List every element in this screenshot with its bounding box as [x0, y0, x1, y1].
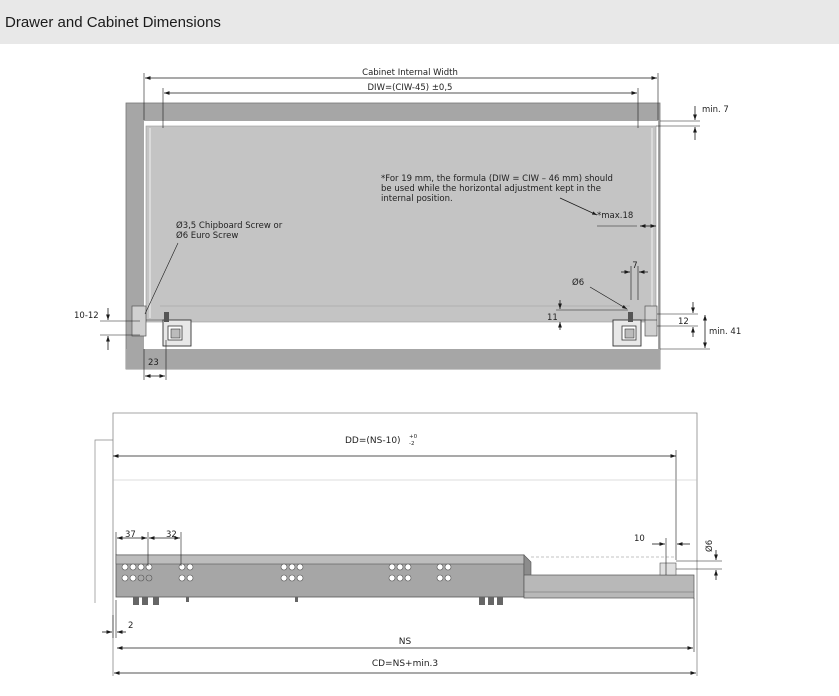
- section-header: Drawer and Cabinet Dimensions: [0, 0, 839, 48]
- dd-tolerance-bottom: -2: [409, 441, 414, 447]
- dim-32-label: 32: [166, 530, 177, 540]
- dim-37-label: 37: [125, 530, 136, 540]
- dim-23-label: 23: [148, 358, 159, 368]
- dim-2-label: 2: [128, 621, 133, 631]
- dim-10-label: 10: [634, 534, 645, 544]
- dd-tolerance-top: +0: [409, 434, 418, 440]
- dim-11-label: 11: [547, 313, 558, 323]
- max18-label: *max.18: [597, 211, 633, 221]
- min41-label: min. 41: [709, 327, 741, 337]
- diw-formula: DIW=(CIW-45) ±0,5: [368, 83, 453, 93]
- dia6-bottom-label: Ø6: [704, 540, 715, 552]
- mounting-holes: [121, 563, 452, 582]
- dd-formula: DD=(NS-10): [345, 436, 401, 446]
- page-title: Drawer and Cabinet Dimensions: [5, 14, 221, 31]
- screw-note-line-2: Ø6 Euro Screw: [176, 230, 238, 241]
- ciw-label: Cabinet Internal Width: [362, 68, 458, 78]
- runner-extension: [523, 574, 695, 599]
- dim-10-12-label: 10-12: [74, 311, 99, 321]
- runner-left: [131, 305, 192, 347]
- ns-label: NS: [399, 637, 412, 647]
- cabinet-bottom: [126, 349, 660, 369]
- dia6-label: Ø6: [572, 277, 584, 288]
- dim-12-label: 12: [678, 317, 689, 327]
- note-line-3: internal position.: [381, 194, 453, 204]
- note-line-2: be used while the horizontal adjustment …: [381, 184, 601, 194]
- cd-formula: CD=NS+min.3: [372, 659, 438, 669]
- runner-clips: [133, 597, 503, 605]
- screw-note-line-1: Ø3,5 Chipboard Screw or: [176, 220, 283, 231]
- drawer-side-view: DD=(NS-10) +0 -2: [94, 412, 722, 676]
- dim-7-label: 7: [632, 261, 637, 271]
- drawer-panel: [145, 125, 657, 323]
- min7-label: min. 7: [702, 105, 729, 115]
- note-line-1: *For 19 mm, the formula (DIW = CIW – 46 …: [381, 174, 613, 184]
- runner-right: [612, 305, 658, 347]
- cabinet-front-view: Cabinet Internal Width DIW=(CIW-45) ±0,5…: [74, 68, 741, 380]
